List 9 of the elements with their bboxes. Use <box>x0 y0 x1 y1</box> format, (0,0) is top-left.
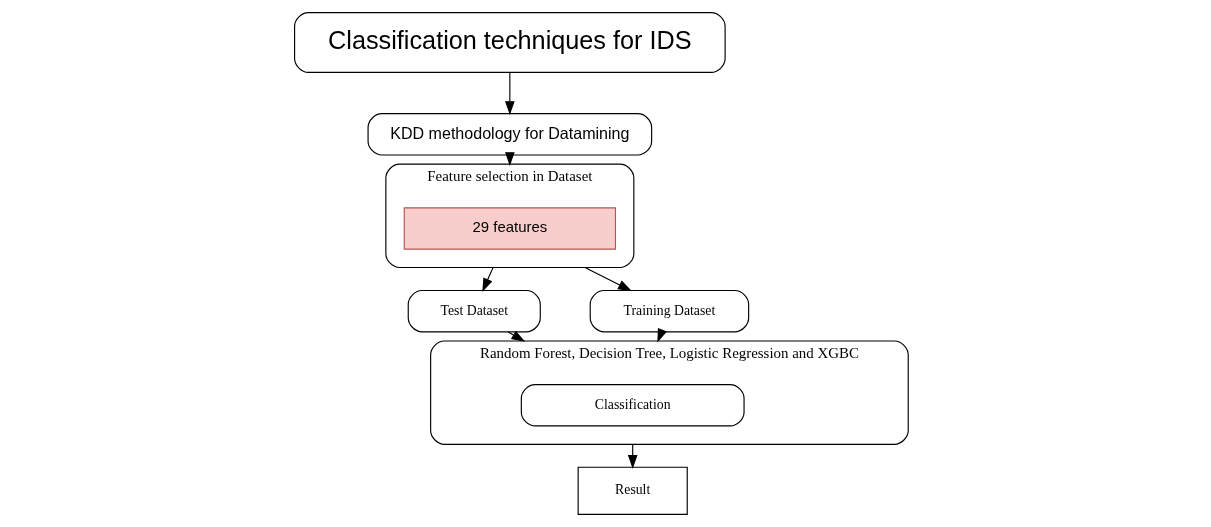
arrow <box>504 71 515 115</box>
node-box: Test Dataset <box>407 289 541 333</box>
arrow <box>481 266 494 292</box>
node-box: 29 features <box>403 207 616 250</box>
arrow <box>507 330 525 342</box>
node-box: Classification techniques for IDS <box>293 12 726 73</box>
node-box: Result <box>577 466 688 515</box>
node-box: Classification <box>520 384 745 427</box>
arrow <box>584 266 632 292</box>
